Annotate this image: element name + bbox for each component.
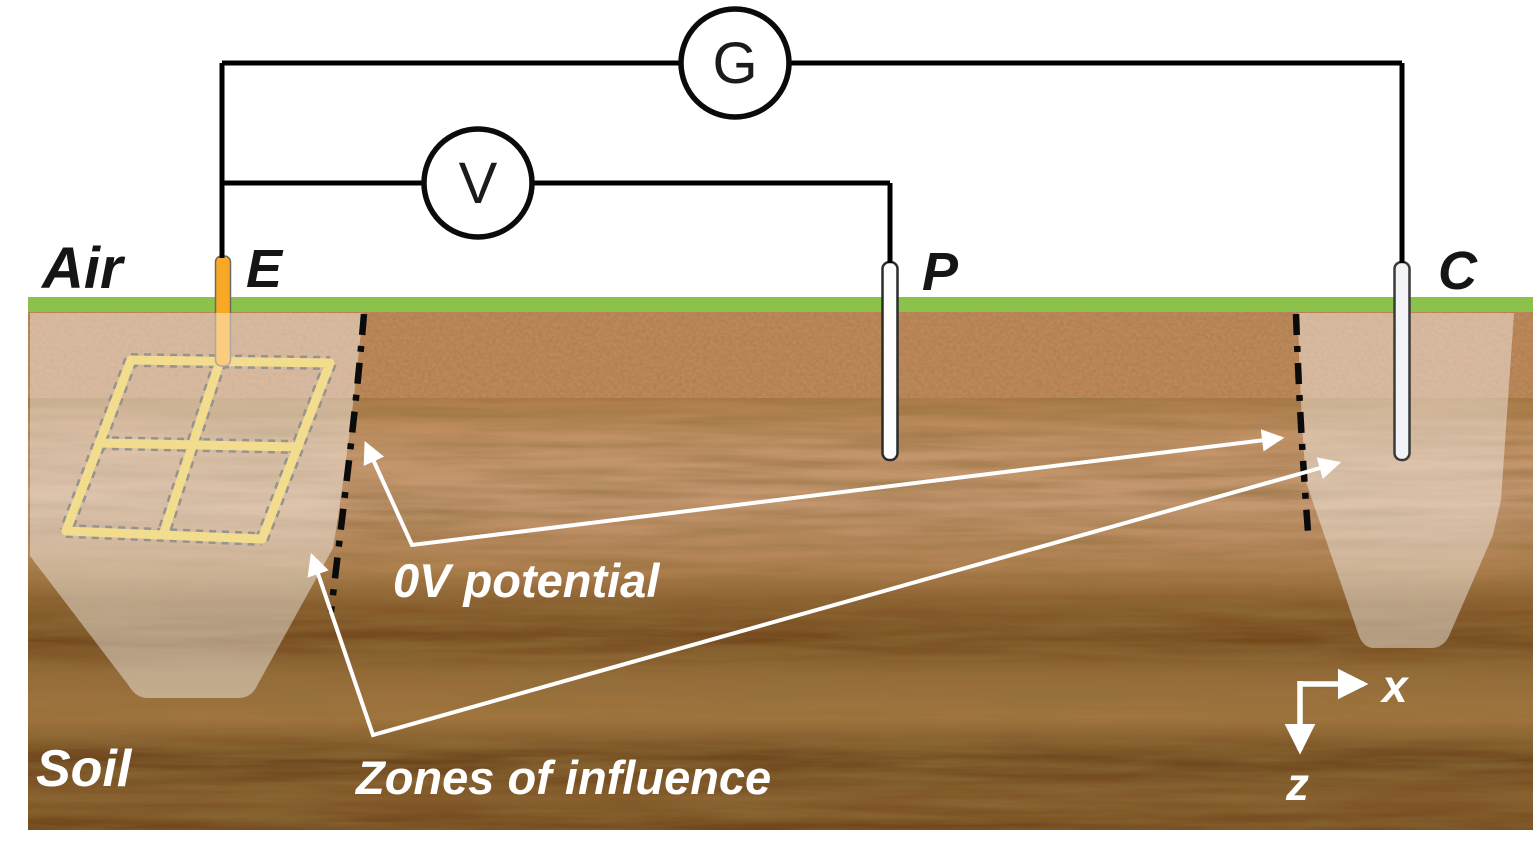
annotation-texts: 0V potential Zones of influence Soil — [36, 554, 771, 804]
circuit-wires — [219, 60, 1405, 263]
x-axis-label: x — [1379, 660, 1410, 712]
axes-lines — [1284, 668, 1369, 755]
electrode-rod-c — [1393, 260, 1411, 462]
annotation-arrows — [307, 429, 1342, 738]
voltmeter-symbol-circle — [421, 126, 535, 240]
zones-of-influence-text: Zones of influence — [354, 751, 771, 804]
zero-potential-text: 0V potential — [393, 554, 660, 607]
zone-of-influence-c — [1298, 313, 1514, 648]
grass-strip — [28, 297, 1533, 312]
air-region-label: Air — [40, 236, 126, 301]
electrode-label-p: P — [922, 242, 959, 302]
coordinate-axes: x z — [1284, 660, 1410, 810]
electrode-label-c: C — [1438, 241, 1478, 301]
generator-symbol-circle — [678, 6, 792, 120]
electrode-label-e: E — [246, 239, 284, 299]
voltmeter-label: V — [459, 151, 498, 216]
zones-of-influence-pointer-lines — [307, 457, 1342, 738]
generator-label: G — [712, 31, 757, 96]
electrode-rod-p — [881, 260, 899, 462]
z-axis-label: z — [1285, 758, 1309, 810]
zone-of-influence-e — [30, 313, 363, 698]
soil-region-label: Soil — [36, 740, 133, 798]
topsoil-sand-layer — [28, 312, 1533, 398]
zero-potential-line-right — [1292, 313, 1312, 533]
zones-of-influence-overlays — [30, 313, 1514, 698]
